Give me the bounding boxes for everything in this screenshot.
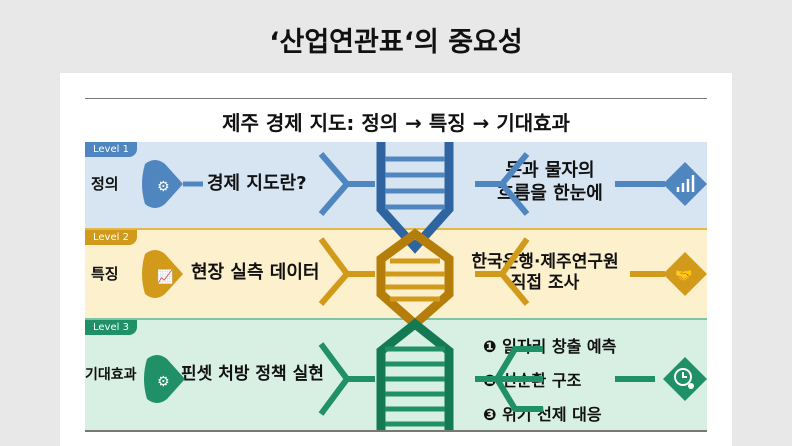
left-text: 현장 실측 데이터	[191, 262, 320, 283]
right-text: 돈과 물자의 흐름을 한눈에	[485, 160, 615, 205]
gears-icon: ⚙	[142, 160, 203, 208]
right-text-line: 흐름을 한눈에	[497, 182, 603, 204]
level-label: 정의	[91, 175, 119, 193]
level-label: 기대효과	[85, 367, 137, 383]
chart-icon: 📈	[142, 250, 183, 298]
left-text: 경제 지도란?	[207, 173, 307, 194]
slide-title: ‘산업연관표‘의 중요성	[269, 27, 523, 58]
svg-text:⚙: ⚙	[157, 179, 170, 195]
level-label: 특징	[91, 265, 119, 283]
diagram-title: 제주 경제 지도: 정의 → 특징 → 기대효과	[222, 111, 570, 135]
svg-text:📈: 📈	[157, 269, 173, 285]
left-text: 핀셋 처방 정책 실현	[181, 364, 324, 384]
diagram: 제주 경제 지도: 정의 → 특징 → 기대효과 Level 1 정의 경제 지…	[85, 98, 707, 432]
bar-chart-icon	[663, 162, 707, 206]
helix-graphic: ⚙ 📈 ⚙ 🤝	[142, 142, 707, 430]
helix-level-1	[318, 152, 665, 216]
svg-text:🤝: 🤝	[675, 268, 692, 284]
right-text-line: 직접 조사	[510, 273, 580, 294]
gears-icon: ⚙	[144, 355, 185, 403]
level-badge: Level 2	[85, 230, 137, 245]
clock-gear-icon	[663, 357, 707, 401]
right-text-line: 돈과 물자의	[505, 160, 595, 181]
handshake-icon: 🤝	[663, 252, 707, 296]
svg-text:⚙: ⚙	[157, 374, 170, 390]
level-badge: Level 3	[85, 320, 137, 335]
level-badge: Level 1	[85, 142, 137, 157]
